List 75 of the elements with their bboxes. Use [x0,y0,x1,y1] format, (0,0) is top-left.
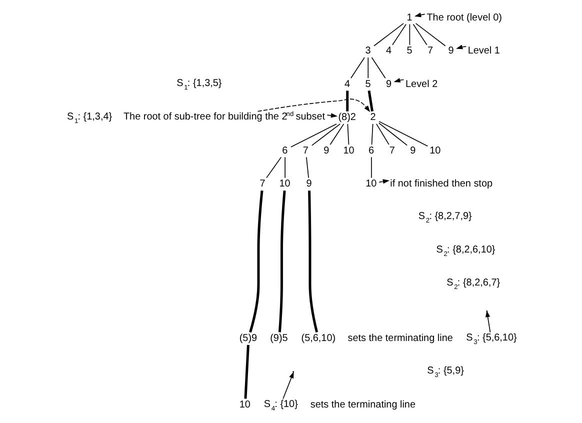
node-text: 10 [342,145,354,156]
connector [346,124,349,145]
node-text: 7 [259,178,265,190]
node-text: 10 [278,178,290,190]
node-text: S$_{3}$: {5,6,10} [466,332,516,346]
connector [378,122,408,146]
node-text: 7 [388,145,394,156]
connector [266,156,282,178]
node-text: Level 2 [405,78,438,90]
connector [290,124,336,148]
label: S$_{2}$: {8,2,6,7} [446,278,500,292]
label: sets the terminating line [347,333,452,344]
node-text: (5)9 [238,333,257,344]
node-text: (8)2 [338,112,356,124]
node-text: 5 [406,46,412,57]
node-text: 10 [238,400,250,411]
node-text: if not finished then stop [390,178,492,190]
arrow [378,179,390,184]
node-text: 7 [302,145,308,156]
connector [370,124,373,145]
node-text: Level 1 [467,46,500,57]
node-text: 9 [386,78,392,90]
arrow [414,12,425,18]
arrow [393,78,404,82]
connector [367,90,373,112]
connector [306,156,308,178]
connector [329,124,344,145]
label: sets the terminating line [310,400,416,411]
node-text: 5 [364,78,370,90]
node-text: 9 [448,46,454,57]
connector [367,57,368,79]
node-text: 10 [365,178,376,190]
node-text: 9 [410,145,416,156]
node-text: (5,6,10) [300,333,336,344]
node-text: 6 [282,145,288,156]
label: S$_{3}$: {5,9} [426,366,464,380]
arrow [326,113,338,118]
node-text: 7 [427,46,433,57]
node-text: 4 [344,78,350,90]
connector [392,24,406,46]
node-text: S$_{4}$: {10} [263,398,298,412]
connector [278,190,286,332]
node-text: 1 [406,12,412,24]
node-text: The root of sub-tree for building the 2$^{nd}$ subset [122,110,325,122]
label: S$_{1}$: {1,3,4} [66,111,112,125]
connector [308,190,318,333]
connector [248,190,263,333]
label: S$_{2}$: {8,2,6,10} [436,244,495,258]
connector [370,156,372,178]
connector [412,24,427,46]
node-text: The root (level 0) [426,12,502,24]
arrow [256,98,370,112]
connector [244,344,249,399]
node-text: (9)5 [270,333,288,344]
connector [284,156,285,178]
connector [378,121,428,146]
node-text: 4 [386,46,392,57]
label: S$_{1}$: {1,3,5} [176,78,222,92]
node-text: 6 [368,145,374,156]
node-text: 9 [323,145,329,156]
connector [414,23,446,46]
node-text: 9 [306,178,312,190]
connector [373,23,404,46]
connector [376,124,389,145]
node-text: 2 [370,112,376,124]
connector [350,57,364,79]
connector [370,57,386,79]
connector [408,24,410,46]
node-text: 3 [364,46,370,57]
arrow [282,372,294,400]
arrow [455,44,466,50]
node-text: 10 [429,145,440,156]
connector [346,90,348,112]
label: S$_{2}$: {8,2,7,9} [418,211,472,225]
connector [310,124,340,146]
